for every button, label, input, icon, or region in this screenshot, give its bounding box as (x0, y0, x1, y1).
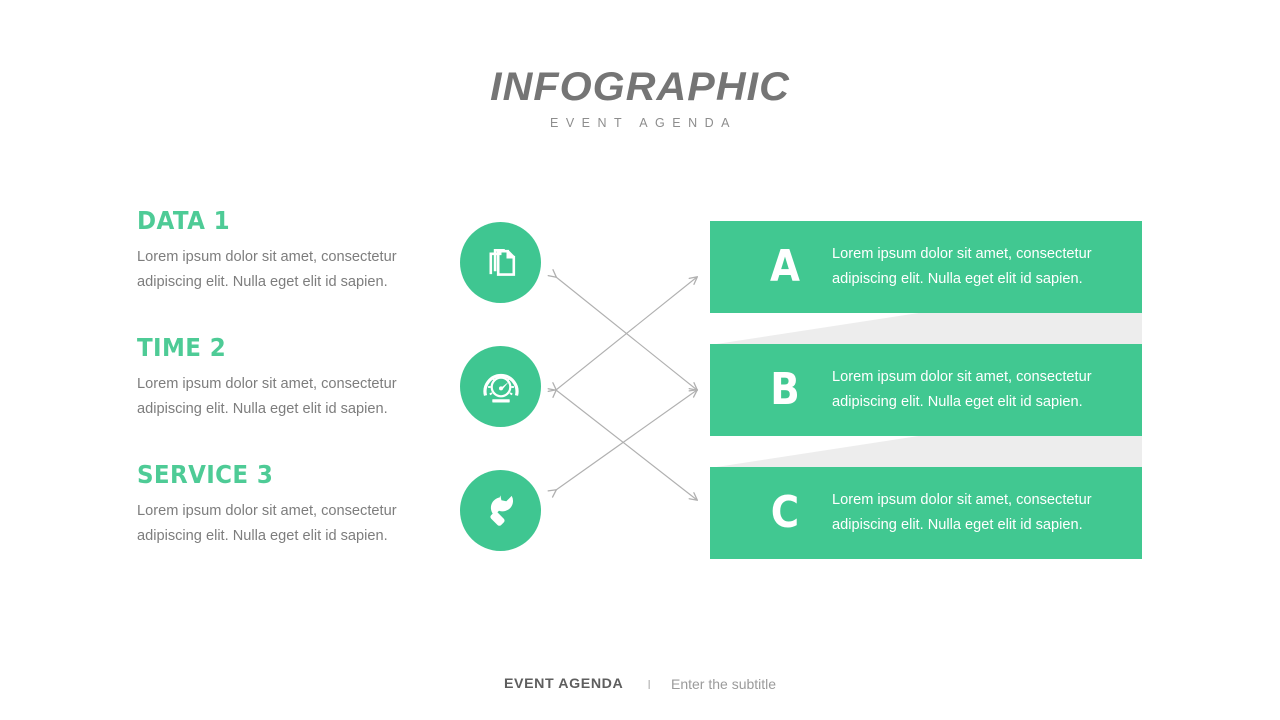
left-item-data-1: DATA 1 Lorem ipsum dolor sit amet, conse… (137, 206, 427, 295)
wrench-icon (481, 491, 521, 531)
page-subtitle: EVENT AGENDA (549, 116, 738, 130)
bar-item-c[interactable]: C Lorem ipsum dolor sit amet, consectetu… (710, 467, 1142, 559)
bar-text: Lorem ipsum dolor sit amet, consectetur … (832, 368, 1092, 410)
icon-badge-documents[interactable] (460, 222, 541, 303)
bar-letter: B (770, 364, 800, 415)
footer-title: EVENT AGENDA (503, 676, 624, 692)
footer-subtitle: Enter the subtitle (670, 676, 777, 692)
left-item-title: SERVICE 3 (137, 460, 274, 489)
bar-letter: C (770, 487, 800, 538)
documents-icon (481, 243, 521, 283)
left-item-title: TIME 2 (137, 333, 227, 362)
left-item-body: Lorem ipsum dolor sit amet, consectetur … (137, 249, 397, 291)
bar-letter: A (770, 241, 800, 292)
left-item-service-3: SERVICE 3 Lorem ipsum dolor sit amet, co… (137, 460, 427, 549)
bar-item-a[interactable]: A Lorem ipsum dolor sit amet, consectetu… (710, 221, 1142, 313)
left-item-time-2: TIME 2 Lorem ipsum dolor sit amet, conse… (137, 333, 427, 422)
speedometer-icon (480, 366, 522, 408)
ribbon-fold-b-c (710, 435, 1142, 468)
left-item-body: Lorem ipsum dolor sit amet, consectetur … (137, 376, 397, 418)
footer-separator: I (647, 676, 651, 692)
icon-badge-speedometer[interactable] (460, 346, 541, 427)
ribbon-fold-a-b (710, 312, 1142, 345)
page-footer: EVENT AGENDA I Enter the subtitle (0, 676, 1280, 692)
bar-text: Lorem ipsum dolor sit amet, consectetur … (832, 491, 1092, 533)
page-header: INFOGRAPHIC EVENT AGENDA (0, 66, 1280, 130)
left-item-title: DATA 1 (137, 206, 231, 235)
bar-item-b[interactable]: B Lorem ipsum dolor sit amet, consectetu… (710, 344, 1142, 436)
bar-text: Lorem ipsum dolor sit amet, consectetur … (832, 245, 1092, 287)
page-title: INFOGRAPHIC (490, 65, 790, 109)
icon-badge-wrench[interactable] (460, 470, 541, 551)
left-item-body: Lorem ipsum dolor sit amet, consectetur … (137, 503, 397, 545)
